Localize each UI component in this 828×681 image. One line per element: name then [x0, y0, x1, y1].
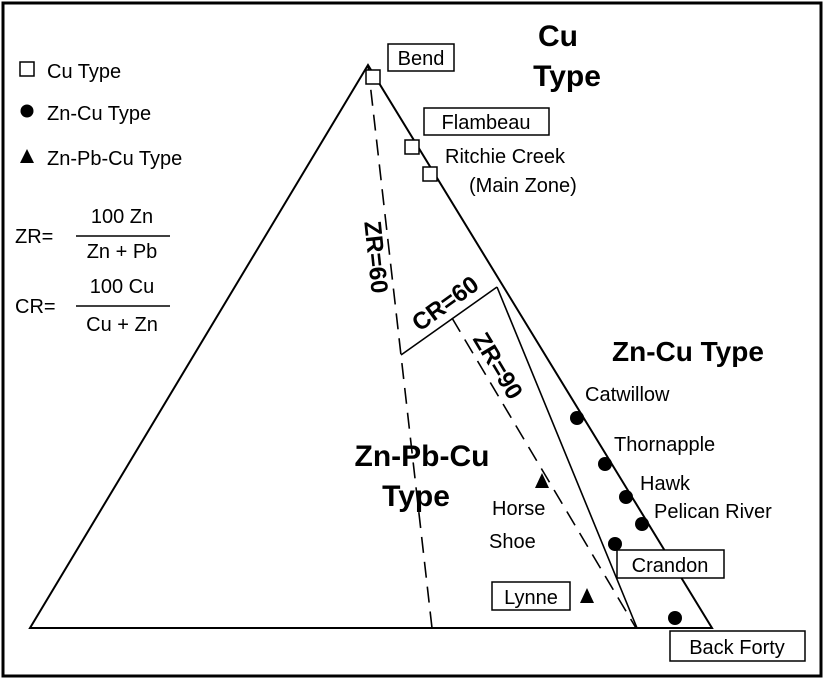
cr-denominator: Cu + Zn — [86, 314, 158, 336]
legend-cu-type: Cu Type — [47, 61, 121, 83]
site-label-box — [387, 43, 455, 72]
triangle-marker-icon — [20, 149, 34, 163]
site-hawk: Hawk — [640, 473, 691, 495]
site-catwillow: Catwillow — [585, 384, 670, 406]
triangle-marker-icon — [580, 588, 594, 603]
site-ritchie-main-zone: (Main Zone) — [469, 175, 577, 197]
circle-marker-icon — [20, 104, 34, 118]
site-label-box — [616, 549, 725, 579]
zr60-line — [367, 64, 433, 629]
cu-type-label-1: Cu — [538, 20, 578, 53]
site-bend: Bend — [398, 48, 445, 70]
square-marker-icon — [365, 69, 381, 85]
site-label-box — [423, 107, 550, 136]
site-flambeau: Flambeau — [442, 112, 531, 134]
site-crandon: Crandon — [632, 555, 709, 577]
cu-type-label-2: Type — [533, 60, 601, 93]
triangle-marker-icon — [535, 473, 549, 488]
boundary-line — [496, 286, 638, 629]
zr90-line — [451, 317, 637, 629]
triangle-outline — [28, 63, 714, 629]
square-marker-icon — [19, 61, 35, 77]
site-back-forty: Back Forty — [689, 637, 785, 659]
circle-marker-icon — [635, 517, 649, 531]
zr-denominator: Zn + Pb — [87, 241, 158, 263]
circle-marker-icon — [598, 457, 612, 471]
site-lynne: Lynne — [504, 587, 558, 609]
zr60-label: ZR=60 — [358, 220, 392, 295]
zn-cu-type-label: Zn-Cu Type — [612, 336, 764, 367]
cr-numerator: 100 Cu — [90, 276, 155, 298]
zr-numerator: 100 Zn — [91, 206, 153, 228]
zr-formula-label: ZR= — [15, 226, 53, 248]
zn-pb-cu-type-label-1: Zn-Pb-Cu — [355, 440, 490, 473]
site-label-box — [491, 581, 571, 611]
cr-formula-label: CR= — [15, 296, 56, 318]
legend-zn-cu-type: Zn-Cu Type — [47, 103, 151, 125]
circle-marker-icon — [619, 490, 633, 504]
site-thornapple: Thornapple — [614, 434, 715, 456]
zn-pb-cu-type-label-2: Type — [382, 480, 450, 513]
circle-marker-icon — [570, 411, 584, 425]
site-horse: Horse — [492, 498, 545, 520]
site-ritchie-creek: Ritchie Creek — [445, 146, 566, 168]
site-label-box — [669, 630, 806, 662]
circle-marker-icon — [668, 611, 682, 625]
square-marker-icon — [404, 139, 420, 155]
site-shoe: Shoe — [489, 531, 536, 553]
legend-zn-pb-cu-type: Zn-Pb-Cu Type — [47, 148, 182, 170]
square-marker-icon — [422, 166, 438, 182]
site-pelican-river: Pelican River — [654, 501, 772, 523]
circle-marker-icon — [608, 537, 622, 551]
cr60-line — [400, 286, 498, 356]
